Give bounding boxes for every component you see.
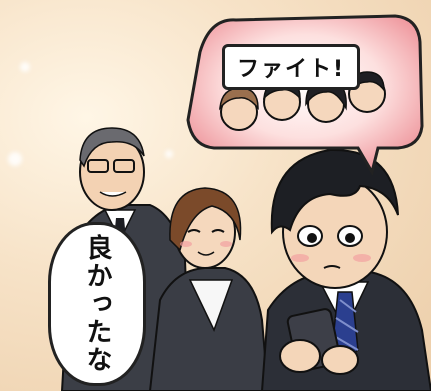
speech-bubble: 良かったな	[48, 222, 146, 386]
young-man-character	[260, 148, 431, 391]
background-sparkle	[20, 62, 30, 72]
speech-text: 良かったな	[82, 234, 112, 374]
woman-character	[148, 187, 270, 391]
background-sparkle	[165, 150, 173, 158]
background-sparkle	[8, 152, 22, 166]
fight-text: ファイト!	[236, 57, 346, 82]
team-face-1	[219, 87, 259, 131]
fight-caption: ファイト!	[222, 44, 360, 90]
